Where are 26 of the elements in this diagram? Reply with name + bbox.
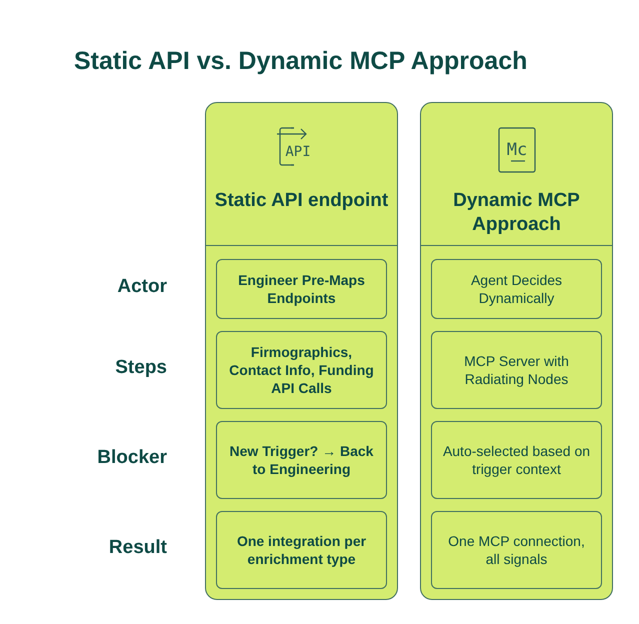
cell-text: Firmographics, Contact Info, Funding API Calls [228, 343, 375, 397]
row-label: Blocker [96, 447, 167, 469]
document-icon: Mc [498, 127, 536, 173]
column-panel [420, 102, 613, 600]
comparison-cell [216, 259, 387, 319]
row-label: Result [108, 537, 167, 559]
cell-text: Agent Decides Dynamically [470, 271, 564, 307]
column-heading: Dynamic MCP Approach [452, 189, 581, 237]
column-panel [205, 102, 398, 600]
column-heading: Static API endpoint [214, 189, 390, 213]
cell-text: Engineer Pre-Maps Endpoints [237, 271, 366, 307]
comparison-cell [431, 259, 602, 319]
cell-text: One integration per enrichment type [236, 532, 368, 568]
row-label: Actor [116, 276, 167, 298]
comparison-cell [216, 331, 387, 409]
row-label: Steps [114, 357, 167, 379]
comparison-cell [216, 421, 387, 499]
cell-text: New Trigger? → Back to Engineering [228, 442, 374, 478]
cell-text: One MCP connection, all signals [447, 532, 586, 568]
cell-text: Auto-selected based on trigger context [442, 442, 591, 478]
comparison-cell [431, 331, 602, 409]
comparison-cell [431, 421, 602, 499]
comparison-cell [431, 511, 602, 589]
comparison-cell [216, 511, 387, 589]
title: Static API vs. Dynamic MCP Approach [74, 47, 528, 76]
cell-text: MCP Server with Radiating Nodes [463, 352, 570, 388]
